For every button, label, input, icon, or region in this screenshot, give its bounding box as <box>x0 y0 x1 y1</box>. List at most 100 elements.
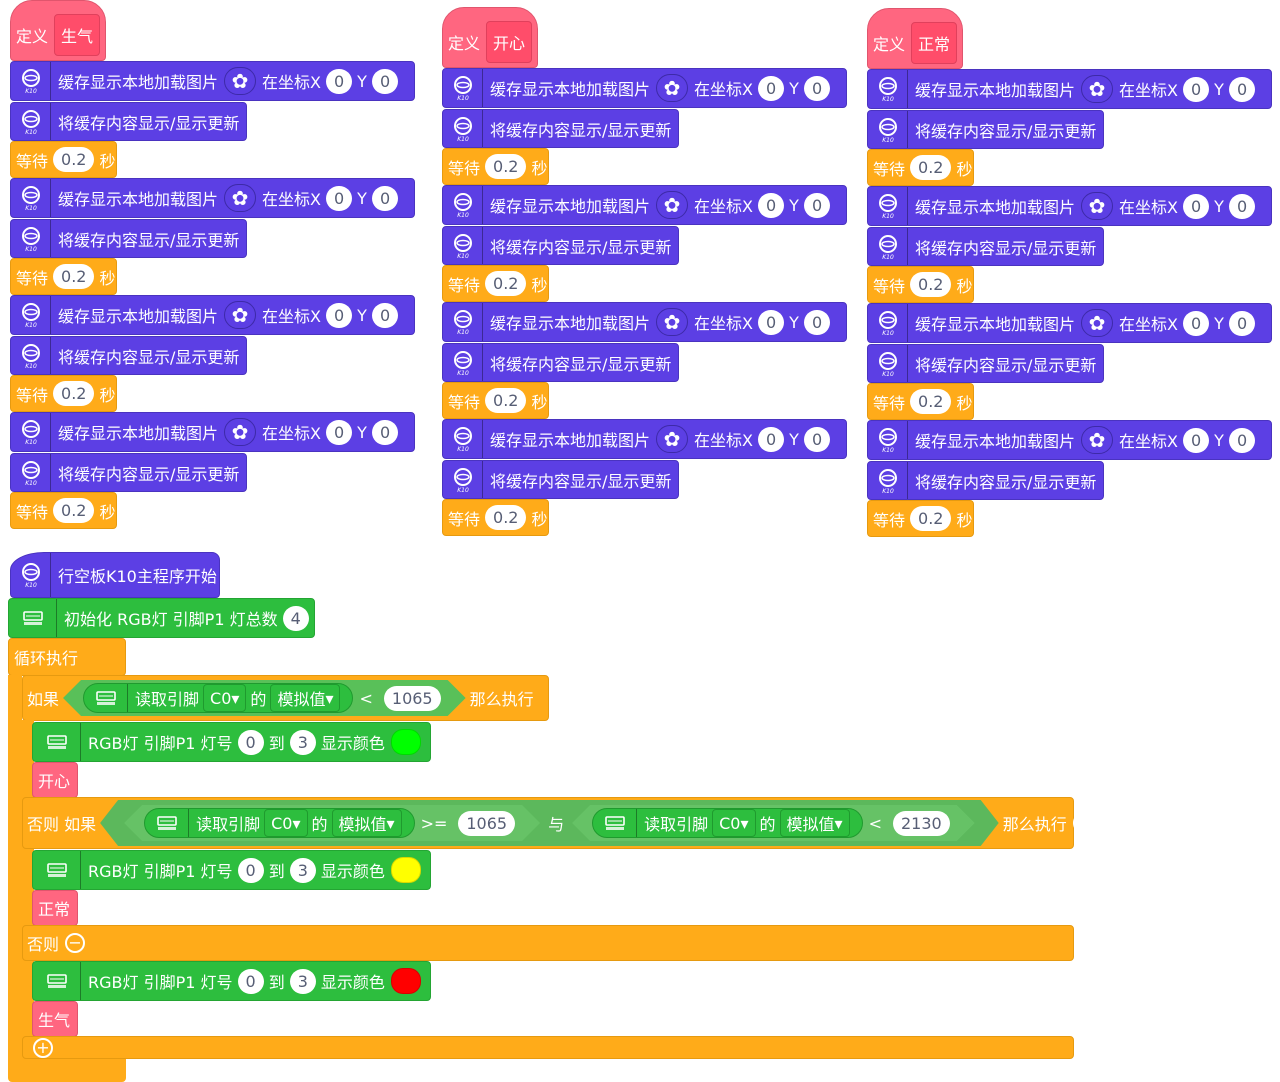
led-from-input[interactable]: 0 <box>237 857 264 883</box>
y-input[interactable]: 0 <box>803 309 831 335</box>
procedure-call-block[interactable]: 开心 <box>32 762 78 798</box>
image-picker[interactable]: ✿ <box>656 74 689 102</box>
procedure-define-hat[interactable]: 定义正常 <box>867 8 963 69</box>
y-input[interactable]: 0 <box>803 426 831 452</box>
procedure-name[interactable]: 开心 <box>486 20 533 63</box>
wait-seconds-input[interactable]: 0.2 <box>53 498 95 523</box>
y-input[interactable]: 0 <box>371 419 399 445</box>
pin-dropdown[interactable]: C0 ▾ <box>712 809 755 837</box>
procedure-name[interactable]: 正常 <box>911 21 958 64</box>
procedure-define-hat[interactable]: 定义生气 <box>10 0 106 61</box>
x-input[interactable]: 0 <box>757 75 785 101</box>
if-bottom-row[interactable]: + <box>22 1036 1074 1059</box>
pin-dropdown[interactable]: C0 ▾ <box>203 684 246 712</box>
led-to-input[interactable]: 3 <box>289 729 316 755</box>
wait-seconds-input[interactable]: 0.2 <box>53 381 95 406</box>
wait-seconds-input[interactable]: 0.2 <box>485 388 527 413</box>
remove-branch-icon[interactable]: − <box>1072 813 1091 833</box>
x-input[interactable]: 0 <box>1182 310 1210 336</box>
wait-seconds-input[interactable]: 0.2 <box>53 147 95 172</box>
x-input[interactable]: 0 <box>325 185 353 211</box>
x-input[interactable]: 0 <box>757 426 785 452</box>
image-picker[interactable]: ✿ <box>656 308 689 336</box>
color-picker[interactable] <box>390 729 421 755</box>
led-from-input[interactable]: 0 <box>237 729 264 755</box>
wait-seconds-input[interactable]: 0.2 <box>910 506 952 531</box>
threshold-input[interactable]: 1065 <box>458 811 515 836</box>
y-input[interactable]: 0 <box>1228 76 1256 102</box>
y-input[interactable]: 0 <box>371 302 399 328</box>
led-from-input[interactable]: 0 <box>237 968 264 994</box>
color-picker[interactable] <box>390 968 421 994</box>
wait-seconds-input[interactable]: 0.2 <box>485 505 527 530</box>
procedure-define-hat[interactable]: 定义开心 <box>442 7 538 68</box>
wait-seconds-input[interactable]: 0.2 <box>53 264 95 289</box>
x-input[interactable]: 0 <box>325 419 353 445</box>
image-picker[interactable]: ✿ <box>224 67 257 95</box>
wait-seconds-input[interactable]: 0.2 <box>910 272 952 297</box>
led-count-input[interactable]: 4 <box>282 605 309 631</box>
else-row[interactable]: 否则− <box>22 925 1074 961</box>
image-picker[interactable]: ✿ <box>1081 309 1114 337</box>
y-input[interactable]: 0 <box>1228 310 1256 336</box>
y-input[interactable]: 0 <box>803 75 831 101</box>
procedure-call-block[interactable]: 生气 <box>32 1001 78 1037</box>
wait-seconds-input[interactable]: 0.2 <box>485 271 527 296</box>
x-input[interactable]: 0 <box>1182 427 1210 453</box>
remove-else-icon[interactable]: − <box>65 933 86 953</box>
x-input[interactable]: 0 <box>1182 76 1210 102</box>
image-picker[interactable]: ✿ <box>656 425 689 453</box>
x-input[interactable]: 0 <box>1182 193 1210 219</box>
color-picker[interactable] <box>390 857 421 883</box>
mode-dropdown[interactable]: 模拟值 ▾ <box>270 684 340 712</box>
pin-dropdown[interactable]: C0 ▾ <box>264 809 307 837</box>
image-picker[interactable]: ✿ <box>224 418 257 446</box>
y-input[interactable]: 0 <box>371 185 399 211</box>
y-input[interactable]: 0 <box>803 192 831 218</box>
image-picker[interactable]: ✿ <box>224 184 257 212</box>
led-to-input[interactable]: 3 <box>289 968 316 994</box>
y-input[interactable]: 0 <box>1228 193 1256 219</box>
procedure-name[interactable]: 生气 <box>54 13 101 56</box>
threshold-input[interactable]: 1065 <box>384 686 441 711</box>
image-picker[interactable]: ✿ <box>1081 426 1114 454</box>
y-input[interactable]: 0 <box>1228 427 1256 453</box>
wait-seconds-input[interactable]: 0.2 <box>910 389 952 414</box>
image-picker[interactable]: ✿ <box>1081 192 1114 220</box>
